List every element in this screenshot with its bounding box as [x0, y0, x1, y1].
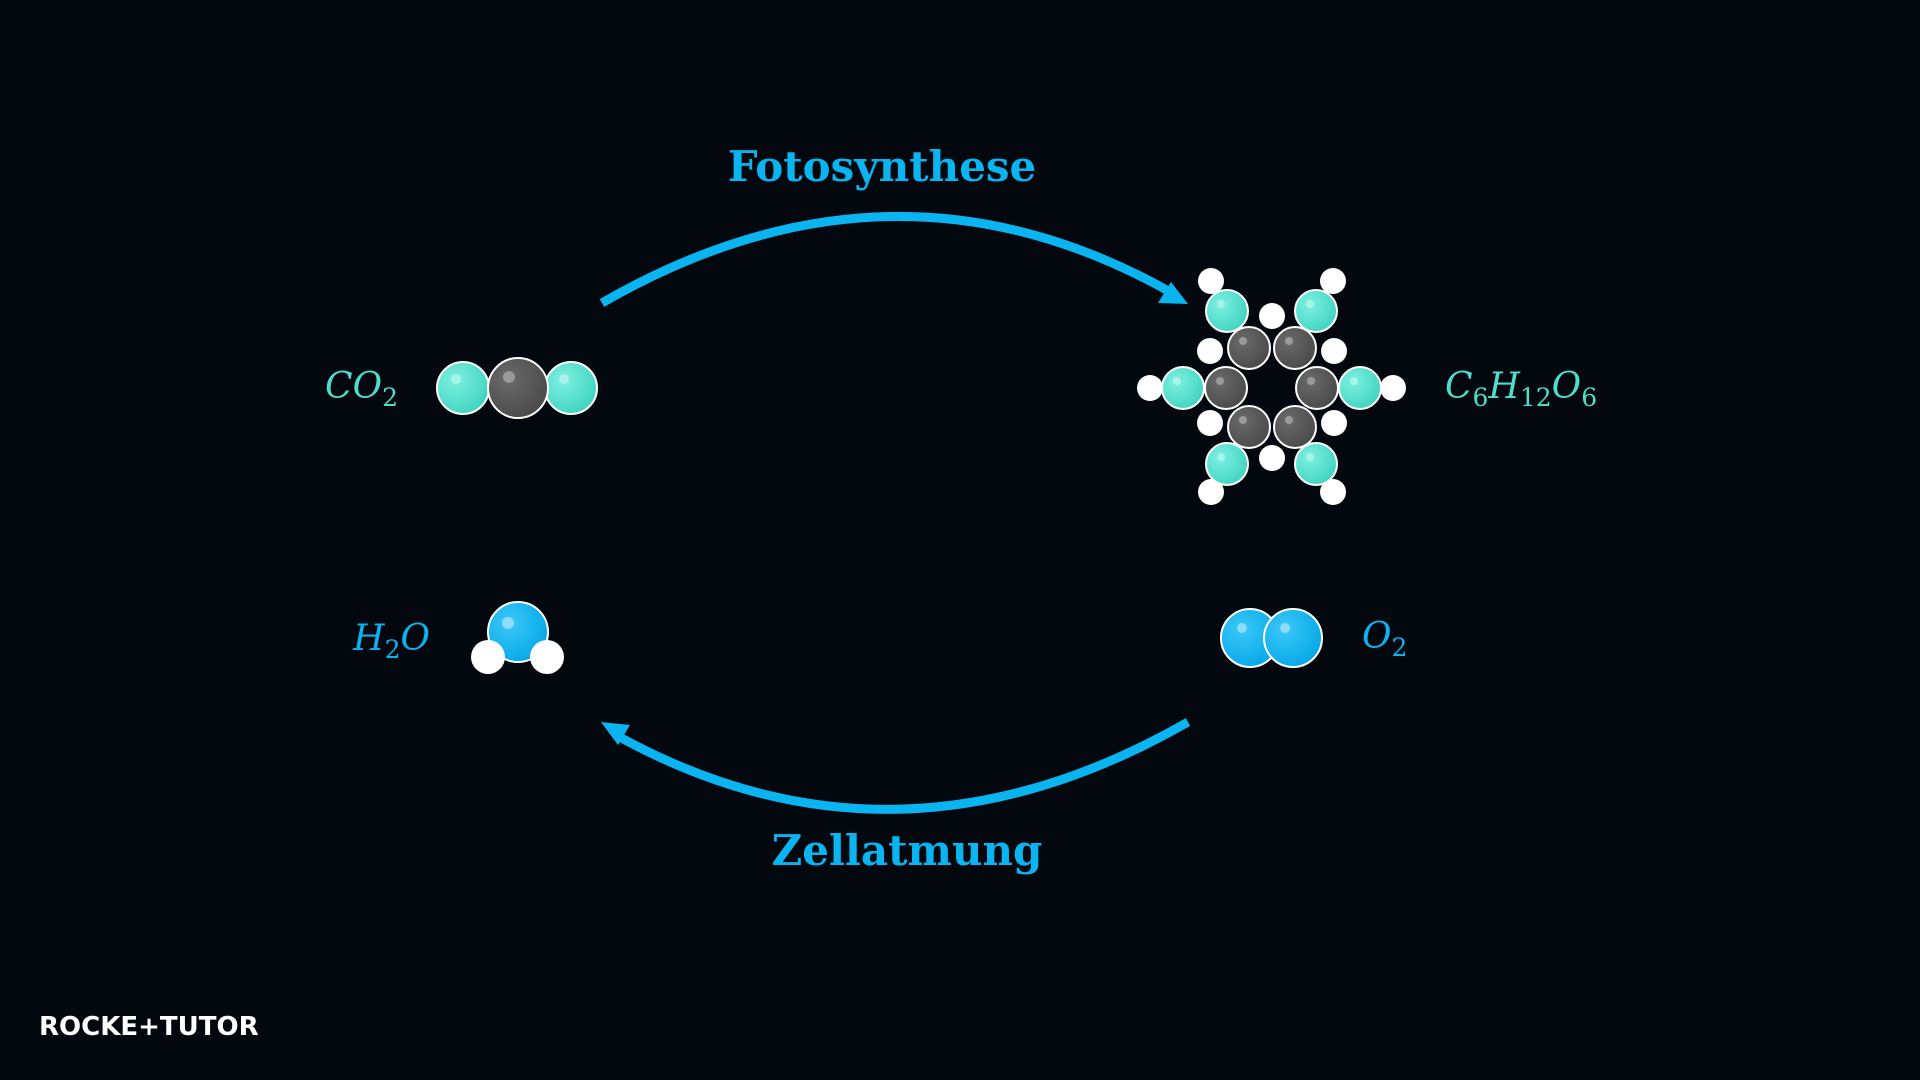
glucose-formula-h: H [1487, 366, 1520, 407]
respiration-arrow-head [601, 722, 630, 745]
glucose-molecule [1137, 268, 1406, 505]
glucose-formula-o: O [1552, 366, 1582, 407]
o2-formula: O2 [1362, 616, 1407, 662]
respiration-arrow-arc [613, 718, 1191, 814]
h2o-molecule [471, 601, 564, 674]
photosynthesis-arrow-head [1158, 282, 1188, 304]
h2o-formula-o: O [400, 618, 430, 659]
co2-formula: CO2 [325, 366, 398, 412]
o2-molecule [1220, 608, 1323, 668]
h2o-formula: H2O [352, 618, 430, 664]
rocket-tutor-logo: ROCKE+TUTOR [39, 1010, 259, 1044]
respiration-arrow [601, 718, 1191, 814]
h2o-formula-h: H [352, 618, 385, 659]
co2-molecule [436, 357, 598, 419]
glucose-formula-sub-o: 6 [1581, 383, 1597, 412]
co2-formula-sub: 2 [382, 383, 398, 412]
glucose-formula-sub-c: 6 [1473, 383, 1489, 412]
photosynthesis-arrow [599, 212, 1188, 307]
photosynthesis-arrow-arc [599, 212, 1175, 307]
o2-formula-base: O [1362, 616, 1392, 657]
h2o-formula-sub: 2 [385, 635, 401, 664]
logo-part-3: R [238, 1012, 259, 1042]
logo-plus: + [138, 1012, 160, 1042]
glucose-formula-sub-h: 12 [1520, 383, 1552, 412]
logo-part-1: ROCKE [39, 1012, 139, 1042]
logo-part-2: TUTO [159, 1012, 239, 1042]
o2-formula-sub: 2 [1392, 633, 1408, 662]
glucose-formula: C6H12O6 [1445, 366, 1597, 412]
glucose-formula-c: C [1445, 366, 1473, 407]
co2-formula-base: CO [325, 366, 382, 407]
respiration-label: Zellatmung [772, 826, 1043, 875]
photosynthesis-label: Fotosynthese [728, 142, 1037, 191]
